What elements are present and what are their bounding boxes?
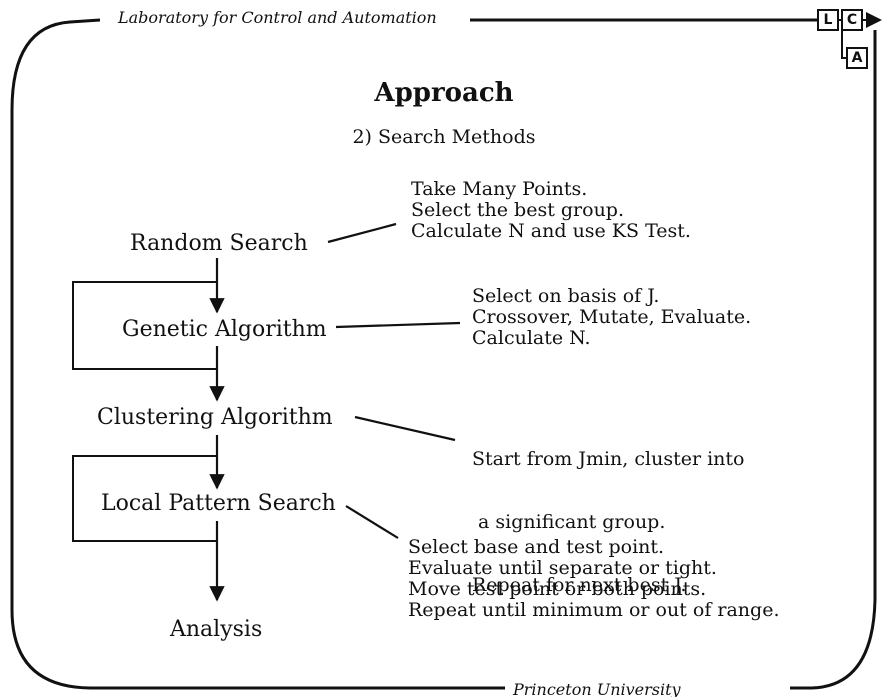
note-line: Move test point or both points. bbox=[408, 578, 707, 600]
slide-title: Approach bbox=[374, 78, 514, 108]
note-line: a significant group. bbox=[472, 511, 666, 533]
node-random-search: Random Search bbox=[130, 231, 308, 256]
header-organization: Laboratory for Control and Automation bbox=[118, 8, 437, 27]
note-line: Start from Jmin, cluster into bbox=[472, 448, 745, 470]
note-line: Evaluate until separate or tight. bbox=[408, 557, 717, 579]
note-line: Repeat until minimum or out of range. bbox=[408, 599, 780, 621]
slide-subtitle: 2) Search Methods bbox=[352, 126, 536, 148]
frame-border bbox=[10, 18, 505, 690]
node-analysis: Analysis bbox=[170, 617, 263, 642]
notes-clustering-algorithm: Start from Jmin, cluster into a signific… bbox=[472, 407, 744, 638]
notes-random-search: Take Many Points. Select the best group.… bbox=[411, 179, 691, 242]
note-line: Select base and test point. bbox=[408, 536, 665, 558]
note-line: Select the best group. bbox=[411, 199, 625, 221]
notes-local-pattern-search: Select base and test point. Evaluate unt… bbox=[408, 537, 780, 621]
connector-random-notes bbox=[327, 222, 397, 244]
note-line: Calculate N and use KS Test. bbox=[411, 220, 691, 242]
node-genetic-algorithm: Genetic Algorithm bbox=[122, 317, 327, 342]
note-line: Repeat for next best J. bbox=[472, 574, 687, 596]
connector-local-notes bbox=[345, 505, 399, 539]
node-local-pattern-search: Local Pattern Search bbox=[101, 491, 336, 516]
loop-bracket-genetic bbox=[72, 281, 217, 370]
note-line: Select on basis of J. bbox=[472, 285, 660, 307]
logo-letter-l: L bbox=[817, 9, 839, 31]
frame-right-border bbox=[790, 30, 877, 690]
node-clustering-algorithm: Clustering Algorithm bbox=[97, 405, 333, 430]
note-line: Calculate N. bbox=[472, 327, 591, 349]
logo-letter-a: A bbox=[846, 47, 868, 69]
connector-genetic-notes bbox=[335, 321, 461, 329]
connector-clustering-notes bbox=[354, 415, 456, 442]
note-line: Crossover, Mutate, Evaluate. bbox=[472, 306, 752, 328]
logo-letter-c: C bbox=[841, 9, 863, 31]
footer-institution: Princeton University bbox=[513, 680, 681, 697]
note-line: Take Many Points. bbox=[411, 178, 588, 200]
loop-bracket-local bbox=[72, 455, 217, 542]
notes-genetic-algorithm: Select on basis of J. Crossover, Mutate,… bbox=[472, 286, 751, 349]
